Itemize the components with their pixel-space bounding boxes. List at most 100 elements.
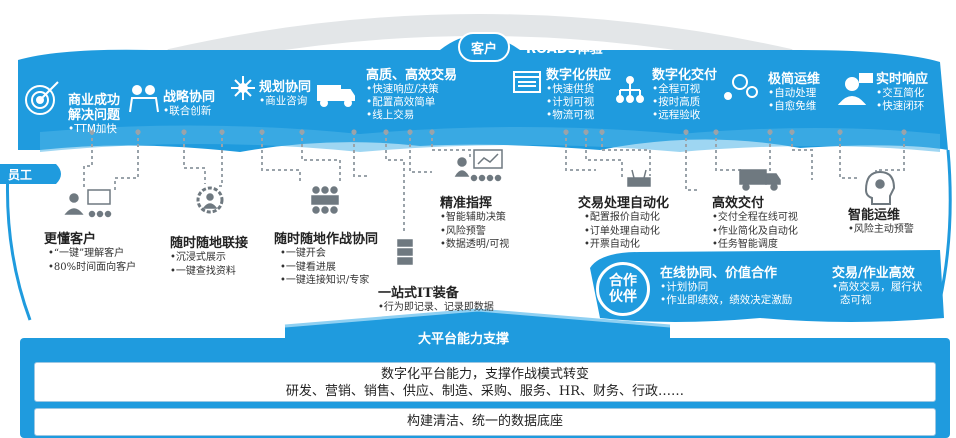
customer-item-8-bullet-1: •交互简化 [876,87,925,99]
platform-label: 大平台能力支撑 [418,332,510,347]
customer-item-5: 数字化供应 •快速供货 •计划可视 •物流可视 [546,68,611,122]
employee-item-6-bullet-2: •订单处理自动化 [584,225,660,237]
employee-item-7: 高效交付 •交付全程在线可视 •作业简化及自动化 •任务智能调度 [712,196,798,252]
employee-item-7-bullet-3: •任务智能调度 [712,239,778,250]
connector-dots [89,129,907,135]
customer-item-3: 规划协同 •商业咨询 [259,80,311,108]
employee-item-4-bullet-1: •行为即记录、记录即数据 [378,302,494,313]
employee-item-2-bullet-1: •沉浸式展示 [170,252,226,263]
employee-item-1-bullet-2: •80%时间面向客户 [48,261,137,273]
partner-item-1-title: 在线协同、价值合作 [660,266,778,281]
customer-item-6-title: 数字化交付 [652,68,718,83]
partner-item-2-bullet-1-cont: 态可视 [840,294,872,306]
employee-item-8-bullet-1: •风险主动预警 [848,224,914,235]
customer-item-1-title-a: 商业成功 [68,93,121,108]
customer-item-5-bullet-1: •快速供货 [546,83,595,95]
customer-item-2-bullet-1: •联合创新 [163,105,212,117]
employee-item-5: 精准指挥 •智能辅助决策 •风险预警 •数据透明/可视 [440,196,509,252]
customer-item-4-bullet-3: •线上交易 [366,109,415,121]
employee-label: 员工 [8,168,33,182]
employee-icons [64,149,896,265]
employee-item-1: 更懂客户 •“一键”理解客户 •80%时间面向客户 [44,232,136,274]
foundation-line-3: 构建清洁、统一的数据底座 [406,414,563,429]
foundation-line-2: 研发、营销、销售、供应、制造、采购、服务、HR、财务、行政…… [285,384,685,399]
employee-item-6-bullet-1: •配置报价自动化 [584,212,660,223]
platform-arrow-highlight [284,308,671,328]
gear-person-icon [196,186,224,214]
partner-label-b: 伙伴 [609,289,637,305]
partner-badge: 合作 伙伴 [596,262,650,316]
partner-item-2-title: 交易/作业高效 [832,266,915,281]
router-device-icon [627,169,651,187]
left-frame-line [5,167,32,321]
customer-item-4-bullet-2: •配置高效简单 [366,96,436,108]
customer-item-8: 实时响应 •交互简化 •快速闭环 [876,72,928,113]
customer-item-2: 战略协同 •联合创新 [163,90,215,118]
people-handshake-icon [129,85,159,113]
employee-item-8-title: 智能运维 [848,208,901,223]
employee-item-2-bullet-2: •一键查找资料 [170,265,236,277]
employee-item-3: 随时随地作战协同 •一键开会 •一键看进展 •一键连接知识/专家 [274,232,378,288]
server-rack-icon [397,239,413,265]
customer-item-3-bullet-1: •商业咨询 [259,95,308,107]
foundation-line-1: 数字化平台能力，支撑作战模式转变 [380,367,589,382]
customer-item-4: 高质、高效交易 •快速响应/决策 •配置高效简单 •线上交易 [366,68,457,122]
partner-item-1: 在线协同、价值合作 •计划协同 •作业即绩效，绩效决定激励 [660,266,792,307]
customer-item-7-bullet-1: •自动处理 [768,87,817,99]
freight-truck-icon [739,169,781,191]
employee-item-7-bullet-1: •交付全程在线可视 [712,212,798,223]
employee-item-5-title: 精准指挥 [440,196,493,211]
customer-item-7-bullet-2: •自愈免维 [768,100,817,112]
employee-item-1-bullet-1: •“一键”理解客户 [48,248,125,259]
employee-item-4: 一站式IT装备 •行为即记录、记录即数据 [378,286,494,315]
customer-item-7-title: 极简运维 [768,72,821,87]
employee-item-7-title: 高效交付 [712,196,765,211]
target-icon [25,81,59,115]
employee-item-6: 交易处理自动化 •配置报价自动化 •订单处理自动化 •开票自动化 [578,196,669,252]
customer-pill: 客户 [458,32,510,62]
support-agent-icon [837,73,873,105]
customer-item-4-title: 高质、高效交易 [366,68,458,83]
dashed-connectors [83,132,905,234]
right-frame-line [938,149,952,301]
employee-item-5-bullet-3: •数据透明/可视 [440,239,510,250]
ai-head-icon [864,170,896,205]
employee-item-5-bullet-1: •智能辅助决策 [440,212,506,223]
presentation-audience-icon [64,189,112,218]
employee-item-1-title: 更懂客户 [44,232,97,247]
customer-item-4-bullet-1: •快速响应/决策 [366,83,439,95]
employee-item-2-title: 随时随地联接 [170,236,249,251]
org-tree-icon [616,76,644,103]
partner-item-1-bullet-1: •计划协同 [660,281,709,293]
roads-label: ROADS体验 [526,42,603,57]
meeting-table-icon [311,186,339,214]
customer-item-6-bullet-1: •全程可视 [652,83,701,95]
employee-item-4-title: 一站式IT装备 [378,286,459,301]
customer-item-6-bullet-3: •远程验收 [652,109,701,121]
customer-icons [25,71,873,115]
customer-item-8-title: 实时响应 [876,72,929,87]
employee-item-3-bullet-2: •一键看进展 [280,261,336,273]
customer-item-1: 商业成功 解决问题 •TTM加快 [68,93,120,136]
employee-item-3-title: 随时随地作战协同 [274,232,379,247]
employee-tab [0,164,61,184]
browser-window-icon [513,71,541,93]
customer-band [18,35,948,152]
customer-item-8-bullet-2: •快速闭环 [876,100,925,112]
customer-item-6-bullet-2: •按时高质 [652,96,701,108]
network-hub-icon [231,76,255,100]
employee-item-8: 智能运维 •风险主动预警 [848,208,914,237]
partner-item-1-bullet-2: •作业即绩效，绩效决定激励 [660,294,793,306]
employee-item-7-bullet-2: •作业简化及自动化 [712,225,798,237]
employee-item-3-bullet-1: •一键开会 [280,248,326,259]
command-screen-icon [454,149,503,182]
employee-item-5-bullet-2: •风险预警 [440,225,486,237]
customer-item-7: 极简运维 •自动处理 •自愈免维 [768,72,820,113]
employee-item-3-bullet-3: •一键连接知识/专家 [280,275,370,286]
customer-item-5-title: 数字化供应 [546,68,612,83]
customer-item-5-bullet-2: •计划可视 [546,96,595,108]
partner-item-2-bullet-1: •高效交易，履行状 [832,281,923,293]
partner-label-a: 合作 [609,273,637,289]
customer-item-3-title: 规划协同 [259,80,312,95]
